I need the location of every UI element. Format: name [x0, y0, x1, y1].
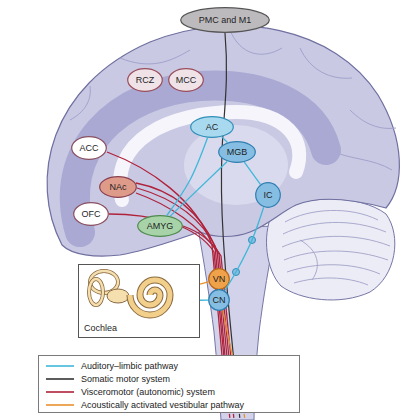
limbic-node: AMYG: [137, 215, 183, 237]
cortex-region-node: RCZ: [127, 68, 163, 92]
region-label: MCC: [176, 75, 197, 85]
relay-dots: [233, 237, 256, 276]
region-label: NAc: [109, 182, 126, 192]
region-label: RCZ: [136, 75, 155, 85]
region-label: CN: [213, 295, 226, 305]
inset-label: Cochlea: [84, 323, 117, 333]
pathway-connector: [200, 282, 208, 284]
legend-text: Auditory–limbic pathway: [81, 361, 178, 371]
node-ellipse: [72, 137, 107, 160]
cortex-region-node: ACC: [71, 136, 107, 160]
cortex-region-node: MCC: [168, 68, 204, 92]
region-label: AMYG: [147, 221, 174, 231]
legend-row: Somatic motor system: [45, 372, 293, 385]
node-ellipse: [191, 117, 234, 138]
cerebellar-folia: [282, 210, 390, 285]
pathway-connector: [222, 137, 228, 143]
auditory-node: CN: [208, 289, 230, 311]
inset-background: [78, 264, 200, 338]
vestibular-node: VN: [208, 268, 230, 290]
node-ellipse: [181, 8, 270, 33]
region-label: ACC: [79, 143, 98, 153]
nucleus-node: NAc: [99, 176, 137, 198]
node-ellipse: [256, 183, 281, 208]
legend-swatch: [45, 400, 75, 410]
region-label: IC: [264, 190, 273, 200]
node-ellipse: [219, 142, 256, 163]
cortex-region-node: OFC: [73, 202, 109, 226]
pathway-connector: [170, 161, 227, 216]
inset-box: Cochlea: [78, 264, 200, 338]
cerebellum: [266, 199, 394, 300]
legend-text: Somatic motor system: [81, 374, 170, 384]
legend-swatch: [45, 374, 75, 384]
node-ellipse: [209, 269, 230, 290]
pathway-connector: [200, 299, 208, 300]
motor-cortex-node: PMC and M1: [180, 7, 270, 33]
node-ellipse: [209, 290, 230, 311]
pathway-connector: [244, 162, 260, 184]
legend-row: Auditory–limbic pathway: [45, 359, 293, 372]
region-label: MGB: [227, 147, 248, 157]
cerebrum: [47, 26, 399, 256]
auditory-node: MGB: [218, 141, 256, 163]
node-ellipse: [128, 69, 163, 92]
thalamus: [184, 125, 288, 205]
node-ellipse: [74, 203, 109, 226]
cingulate-gyrus: [75, 86, 326, 232]
node-ellipse: [100, 177, 137, 198]
pathway-connector: [225, 207, 264, 290]
legend-row: Visceromotor (autonomic) system: [45, 385, 293, 398]
region-label: OFC: [82, 209, 101, 219]
node-ellipse: [138, 216, 183, 237]
legend-swatch: [45, 361, 75, 371]
region-label: VN: [213, 274, 226, 284]
region-label: AC: [206, 122, 219, 132]
pathway-connector: [167, 138, 208, 216]
auditory-node: IC: [255, 182, 281, 208]
region-label: PMC and M1: [199, 15, 252, 25]
legend-box: Auditory–limbic pathwaySomatic motor sys…: [38, 355, 300, 413]
node-ellipse: [169, 69, 204, 92]
legend-text: Acoustically activated vestibular pathwa…: [81, 400, 244, 410]
auditory-node: AC: [190, 116, 234, 138]
legend-text: Visceromotor (autonomic) system: [81, 387, 215, 397]
cochlea-drawing: [89, 271, 170, 315]
legend-swatch: [45, 387, 75, 397]
legend-row: Acoustically activated vestibular pathwa…: [45, 398, 293, 411]
